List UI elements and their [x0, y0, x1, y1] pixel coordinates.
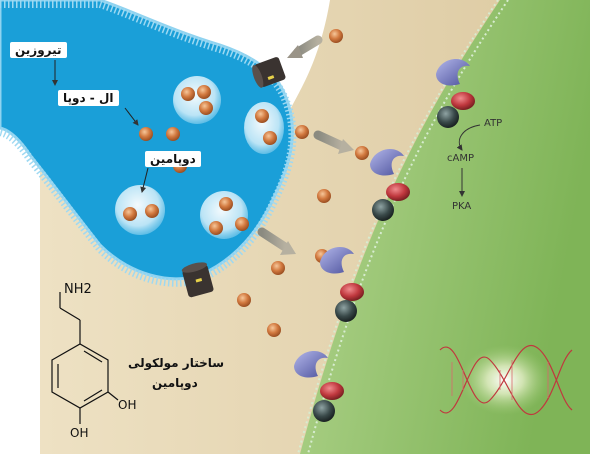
pointer-arrow-dopamine	[140, 167, 149, 193]
dopamine-molecule	[255, 109, 269, 123]
structure-subtitle: دوپامین	[152, 376, 198, 390]
dopamine-molecule	[181, 87, 195, 101]
label-dopamine: دوپامین	[145, 151, 201, 167]
receptor-icon-2	[370, 149, 410, 221]
vesicle-2	[115, 185, 165, 235]
structure-title: ساختار مولکولی	[128, 356, 225, 370]
arrow-icon	[287, 35, 323, 58]
label-tyrosine: تیروزین	[10, 42, 67, 58]
dopamine-molecule	[209, 221, 223, 235]
presynaptic-membrane-stripes	[0, 0, 297, 287]
molecule-amine: NH2	[64, 282, 92, 297]
dopamine-molecule	[267, 323, 281, 337]
transporter-icon-top	[252, 57, 286, 88]
dopamine-molecule	[197, 85, 211, 99]
label-l-dopa: ال - دوپا	[58, 90, 119, 106]
dopamine-molecule	[295, 125, 309, 139]
transporter-icon-bottom	[181, 262, 214, 298]
pathway-arrow-atp-camp	[456, 124, 481, 151]
label-atp: ATP	[484, 118, 503, 129]
dopamine-molecule	[123, 207, 137, 221]
molecule-icon	[51, 292, 119, 424]
dopamine-molecule	[235, 217, 249, 231]
dopamine-molecule	[139, 127, 153, 141]
dopamine-molecule	[199, 101, 213, 115]
dopamine-molecule	[317, 189, 331, 203]
arrow-icon	[257, 227, 296, 255]
arrow-icon	[313, 130, 354, 154]
dna-icon	[439, 344, 573, 416]
label-pka: PKA	[452, 201, 472, 212]
dopamine-molecule	[219, 197, 233, 211]
receptor-icon-3	[320, 247, 364, 322]
dopamine-molecule	[271, 261, 285, 275]
dopamine-molecule	[145, 204, 159, 218]
vesicle-1	[173, 76, 221, 124]
label-camp: cAMP	[447, 153, 474, 164]
dopamine-molecule	[329, 29, 343, 43]
molecule-hydroxyl-bottom: OH	[70, 426, 89, 440]
vesicle-4	[244, 102, 284, 154]
dopamine-molecule	[237, 293, 251, 307]
receptor-icon-1	[436, 59, 475, 128]
dopamine-molecule	[263, 131, 277, 145]
vesicle-3	[200, 191, 248, 239]
dopamine-molecule	[355, 146, 369, 160]
postsynaptic-cell	[300, 0, 590, 454]
pointer-arrow-ldopa	[124, 107, 139, 126]
dopamine-molecule	[166, 127, 180, 141]
molecule-hydroxyl-top: OH	[118, 398, 137, 412]
receptor-icon-4	[294, 351, 344, 422]
